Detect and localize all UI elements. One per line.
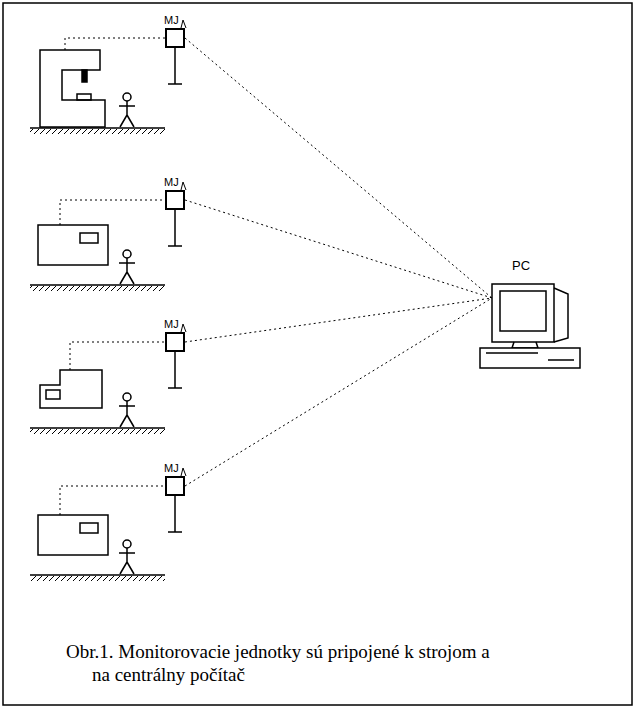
unit-box (165, 332, 185, 352)
unit-label: MJ (164, 176, 179, 188)
monitor-stand (512, 342, 538, 348)
station-4 (30, 468, 186, 581)
data-link (185, 298, 492, 486)
unit-label: MJ (164, 14, 179, 26)
computer-icon (478, 280, 588, 375)
monitoring-unit: MJ (163, 176, 189, 212)
monitoring-unit: MJ (163, 318, 189, 354)
computer-label: PC (512, 258, 530, 273)
monitor (492, 284, 554, 342)
monitoring-unit: MJ (163, 14, 189, 50)
computer-node: PC (478, 258, 588, 378)
unit-label: MJ (164, 318, 179, 330)
monitor-back (554, 288, 568, 342)
data-link (185, 298, 492, 342)
station-3 (30, 324, 186, 434)
unit-box (165, 28, 185, 48)
frame (3, 3, 632, 705)
data-link (185, 38, 492, 298)
drive-slot (486, 353, 574, 360)
unit-box (165, 476, 185, 496)
station-2 (30, 182, 186, 291)
system-unit (480, 348, 580, 368)
unit-label: MJ (164, 462, 179, 474)
screen (500, 291, 546, 331)
figure-caption: Obr.1. Monitorovacie jednotky sú pripoje… (66, 640, 512, 686)
monitoring-unit: MJ (163, 462, 189, 498)
data-link (185, 200, 492, 298)
station-1 (30, 20, 186, 134)
unit-box (165, 190, 185, 210)
